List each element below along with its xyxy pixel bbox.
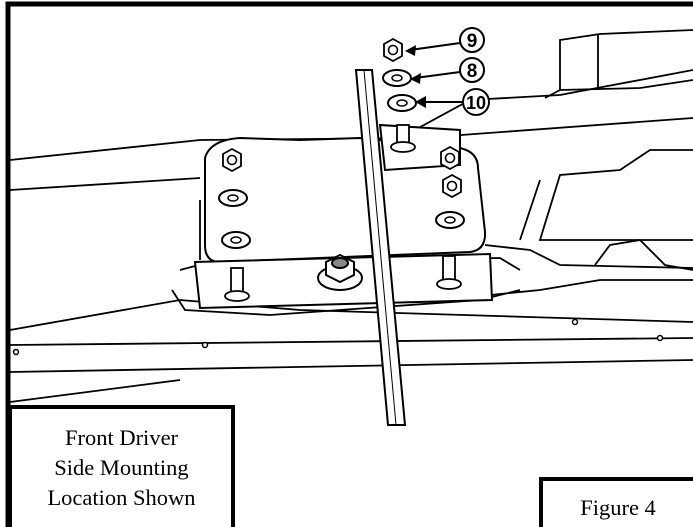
figure-border (5, 1, 693, 527)
location-caption-line1: Front Driver (64, 425, 179, 450)
callout-9: 9 (405, 27, 485, 56)
studs (224, 124, 462, 302)
callout-9-label: 9 (467, 31, 478, 52)
location-caption-line2: Side Mounting (54, 455, 189, 480)
callout-10: 10 (415, 88, 490, 116)
rail-holes (12, 318, 664, 356)
figure-label-box: Figure 4 (539, 477, 693, 527)
callout-8-label: 8 (467, 61, 478, 82)
mounting-plate (193, 123, 494, 310)
center-bolt (317, 253, 363, 291)
location-caption-box: Front Driver Side Mounting Location Show… (8, 405, 235, 527)
callout-8: 8 (410, 57, 485, 84)
vertical-bracket (354, 69, 407, 426)
location-caption-line3: Location Shown (47, 485, 196, 510)
figure-label: Figure 4 (580, 495, 656, 520)
frame-rail (9, 29, 693, 403)
callout-10-label: 10 (466, 93, 486, 113)
